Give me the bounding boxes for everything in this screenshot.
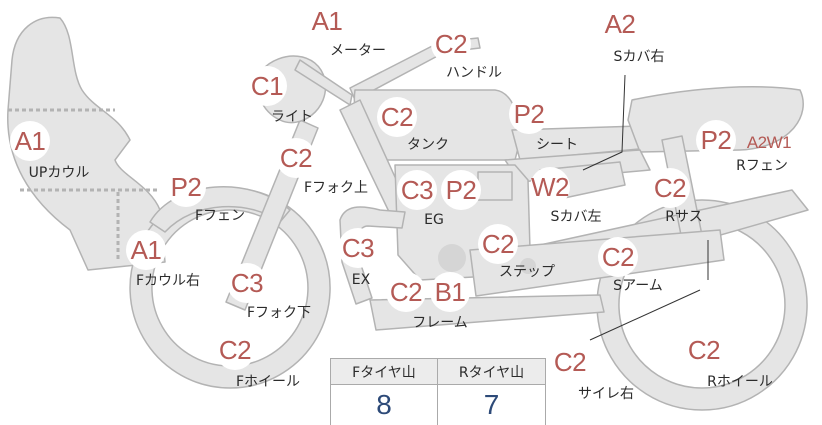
grade-eg-sub: P2 bbox=[441, 170, 481, 210]
grade-f-cowl-r: A1 bbox=[126, 230, 166, 270]
label-r-wheel: Rホイール bbox=[707, 374, 773, 390]
grade-r-fender: P2 bbox=[696, 120, 736, 160]
label-f-fork-down: Fフォク下 bbox=[246, 305, 312, 321]
label-up-cowl: UPカウル bbox=[28, 165, 90, 181]
grade-step: C2 bbox=[478, 224, 518, 264]
tire-tread-table: Fタイヤ山 Rタイヤ山 8 7 bbox=[330, 358, 546, 425]
muffler-shape bbox=[469, 229, 725, 297]
grade-ex: C3 bbox=[338, 228, 378, 268]
front-tread-header: Fタイヤ山 bbox=[331, 359, 438, 385]
grade-light: C1 bbox=[247, 66, 287, 106]
fairing-shape bbox=[7, 16, 166, 271]
label-side-r: サイレ右 bbox=[578, 386, 634, 402]
grade-s-cover-r: A2 bbox=[600, 4, 640, 44]
label-r-sus: Rサス bbox=[665, 209, 703, 225]
label-tank: タンク bbox=[407, 137, 449, 153]
grade-r-fender-sub: A2W1 bbox=[746, 133, 792, 152]
label-f-fork-up: Fフォク上 bbox=[303, 180, 369, 196]
tail-shape bbox=[627, 86, 804, 153]
label-s-cover-r: Sカバ右 bbox=[613, 49, 665, 65]
label-f-fender: Fフェン bbox=[194, 208, 246, 224]
leader-s-cover-r bbox=[582, 74, 626, 171]
frame-lower-shape bbox=[369, 294, 605, 331]
label-s-cover-l: Sカバ左 bbox=[550, 209, 602, 225]
engine-dot-1 bbox=[438, 244, 466, 272]
grade-seat: P2 bbox=[509, 94, 549, 134]
front-tread-value: 8 bbox=[331, 385, 438, 425]
grade-f-wheel: C2 bbox=[215, 330, 255, 370]
grade-meter: A1 bbox=[307, 1, 347, 41]
label-light: ライト bbox=[271, 109, 313, 125]
grade-f-fork-down: C3 bbox=[227, 263, 267, 303]
grade-frame-sub: B1 bbox=[430, 272, 470, 312]
grade-up-cowl: A1 bbox=[10, 121, 50, 161]
label-f-cowl-r: Fカウル右 bbox=[135, 273, 201, 289]
grade-s-cover-l: W2 bbox=[530, 167, 570, 207]
grade-f-fork-up: C2 bbox=[276, 138, 316, 178]
label-s-arm: Sアーム bbox=[613, 278, 663, 294]
grade-r-sus: C2 bbox=[650, 168, 690, 208]
engine-head-shape bbox=[477, 171, 513, 201]
label-f-wheel: Fホイール bbox=[235, 374, 301, 390]
label-meter: メーター bbox=[330, 43, 386, 59]
label-r-fender: Rフェン bbox=[736, 158, 788, 174]
label-frame: フレーム bbox=[412, 315, 468, 331]
grade-f-fender: P2 bbox=[166, 167, 206, 207]
rear-tread-value: 7 bbox=[483, 389, 500, 420]
grade-frame: C2 bbox=[386, 272, 426, 312]
grade-r-wheel: C2 bbox=[684, 330, 724, 370]
rear-tread-header: Rタイヤ山 bbox=[438, 359, 545, 385]
label-step: ステップ bbox=[499, 264, 555, 280]
grade-eg: C3 bbox=[397, 170, 437, 210]
label-eg: EG bbox=[424, 212, 444, 228]
leader-side-r bbox=[589, 289, 701, 341]
grade-s-arm: C2 bbox=[598, 237, 638, 277]
engine-dot-2 bbox=[520, 258, 536, 274]
grade-side-r: C2 bbox=[550, 342, 590, 382]
grade-handle: C2 bbox=[431, 24, 471, 64]
grade-tank: C2 bbox=[377, 97, 417, 137]
label-seat: シート bbox=[536, 137, 578, 153]
label-ex: EX bbox=[351, 272, 371, 288]
label-handle: ハンドル bbox=[446, 65, 502, 81]
